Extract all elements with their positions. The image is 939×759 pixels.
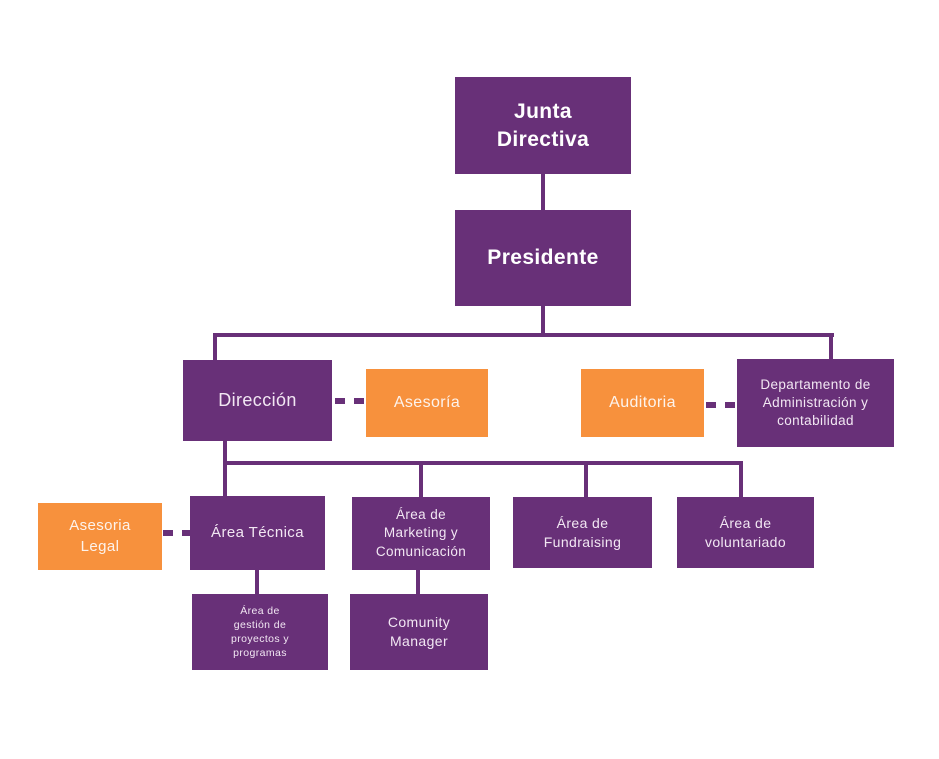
node-asesoria-legal: Asesoria Legal xyxy=(38,503,162,570)
node-departamento-administracion: Departamento de Administración y contabi… xyxy=(737,359,894,447)
node-asesoria: Asesoría xyxy=(366,369,488,437)
connector-tecnica-gestion xyxy=(255,570,259,595)
node-departamento-administracion-label: Departamento de Administración y contabi… xyxy=(760,376,871,429)
node-area-gestion-proyectos-label: Área de gestión de proyectos y programas xyxy=(230,604,290,660)
node-auditoria: Auditoria xyxy=(581,369,704,437)
node-auditoria-label: Auditoria xyxy=(609,394,676,412)
connector-junta-presidente xyxy=(541,174,545,210)
node-area-marketing: Área de Marketing y Comunicación xyxy=(352,497,490,570)
node-junta-directiva-label: Junta Directiva xyxy=(496,100,590,151)
node-presidente: Presidente xyxy=(455,210,631,306)
connector-drop-area-voluntariado xyxy=(739,461,743,498)
connector-presidente-stem xyxy=(541,306,545,335)
dashed-connector-direccion-asesoria xyxy=(335,398,366,404)
connector-level4-bus xyxy=(223,461,743,465)
node-area-tecnica: Área Técnica xyxy=(190,496,325,570)
node-area-tecnica-label: Área Técnica xyxy=(211,523,304,541)
node-junta-directiva: Junta Directiva xyxy=(455,77,631,174)
connector-marketing-comunity xyxy=(416,570,420,595)
node-area-voluntariado: Área de voluntariado xyxy=(677,497,814,568)
connector-drop-area-fundraising xyxy=(584,461,588,498)
node-asesoria-label: Asesoría xyxy=(393,394,461,412)
node-comunity-manager-label: Comunity Manager xyxy=(387,614,451,649)
node-comunity-manager: Comunity Manager xyxy=(350,594,488,670)
node-area-gestion-proyectos: Área de gestión de proyectos y programas xyxy=(192,594,328,670)
node-direccion: Dirección xyxy=(183,360,332,441)
connector-drop-area-marketing xyxy=(419,461,423,498)
node-area-fundraising: Área de Fundraising xyxy=(513,497,652,568)
node-area-voluntariado-label: Área de voluntariado xyxy=(704,514,787,550)
connector-drop-departamento xyxy=(829,333,833,360)
dashed-connector-asesoria-legal-tecnica xyxy=(163,530,190,536)
connector-direccion-area-tecnica xyxy=(223,441,227,497)
dashed-connector-auditoria-departamento xyxy=(706,402,737,408)
node-area-fundraising-label: Área de Fundraising xyxy=(543,514,622,550)
connector-drop-direccion xyxy=(213,333,217,361)
node-asesoria-legal-label: Asesoria Legal xyxy=(69,517,131,555)
node-direccion-label: Dirección xyxy=(218,390,297,411)
connector-level3-bus xyxy=(213,333,834,337)
node-area-marketing-label: Área de Marketing y Comunicación xyxy=(375,507,467,559)
node-presidente-label: Presidente xyxy=(487,245,599,269)
